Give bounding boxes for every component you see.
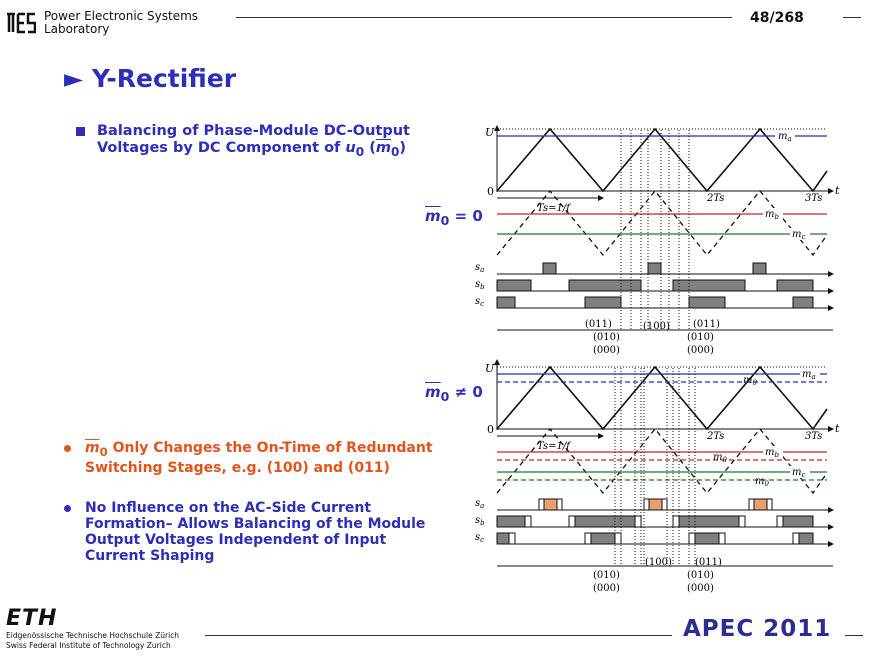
sc-label: sc [475, 296, 484, 308]
axis-zero-label-2: 0 [487, 423, 494, 436]
header-rule [236, 17, 732, 18]
page-number: 48/268 [750, 10, 804, 26]
state-000-label: (000) [593, 345, 620, 356]
round-bullet-icon [64, 445, 71, 452]
pwm-timing-diagram: U 0 t ma Ts=1/f 2Ts 3Ts mb mc sa sb sc [475, 125, 840, 594]
pes-logo [7, 12, 36, 34]
slide-title: ► Y-Rectifier [64, 64, 237, 93]
sc-label-2: sc [475, 532, 484, 544]
three-ts-label: 3Ts [805, 193, 822, 204]
upper-diagram: U 0 t ma Ts=1/f 2Ts 3Ts mb mc sa sb sc [475, 125, 840, 356]
two-ts-label-2: 2Ts [706, 431, 724, 442]
round-bullet-icon [64, 505, 71, 512]
eth-logo: ETH [6, 606, 58, 631]
sa-label-2: sa [475, 498, 484, 510]
axis-t-label: t [835, 184, 840, 197]
footer-rule [205, 635, 672, 636]
header-rule-right [843, 17, 861, 18]
bullet-m0-on-time: m0 Only Changes the On-Time of Redundant… [64, 440, 444, 476]
square-bullet-icon [76, 127, 85, 136]
sb-label: sb [475, 279, 485, 291]
state-100-label-2: (100) [645, 557, 672, 568]
ts-label: Ts=1/f [537, 203, 572, 214]
state-000-label-4: (000) [687, 583, 714, 594]
m0-label-1: m0 [743, 375, 757, 387]
apec-logo: APEC 2011 [683, 616, 832, 642]
ts-label-2: Ts=1/f [537, 441, 572, 452]
axis-u-label: U [485, 126, 495, 139]
sb-label-2: sb [475, 515, 485, 527]
two-ts-label: 2Ts [706, 193, 724, 204]
eth-name: Eidgenössische Technische Hochschule Zür… [6, 631, 180, 650]
m0-not-zero-label: m0 ≠ 0 [425, 383, 483, 404]
lab-name: Power Electronic Systems Laboratory [44, 9, 199, 36]
footer-rule-right [845, 635, 863, 636]
state-011-label-3: (011) [695, 557, 722, 568]
m0-label-2: m0 [713, 452, 727, 464]
state-000-label-3: (000) [593, 583, 620, 594]
axis-u-label-2: U [485, 362, 495, 375]
m0-label-3: m0 [755, 476, 769, 488]
state-010-label-3: (010) [593, 570, 620, 581]
state-000-label-2: (000) [687, 345, 714, 356]
state-010-label-4: (010) [687, 570, 714, 581]
lower-diagram: U 0 t ma m0 Ts=1/f 2Ts 3Ts mb m0 mc m0 s… [475, 359, 840, 594]
state-011-label: (011) [585, 319, 612, 330]
state-010-label-2: (010) [687, 332, 714, 343]
sa-label: sa [475, 262, 484, 274]
axis-t-label-2: t [835, 422, 840, 435]
three-ts-label-2: 3Ts [805, 431, 822, 442]
state-010-label: (010) [593, 332, 620, 343]
state-100-label: (100) [643, 321, 670, 332]
bullet-no-influence: No Influence on the AC-Side Current Form… [64, 500, 444, 564]
m0-equals-zero-label: m0 = 0 [425, 207, 483, 228]
main-bullet: Balancing of Phase-Module DC-Output Volt… [76, 123, 436, 161]
axis-zero-label: 0 [487, 185, 494, 198]
state-011-label-2: (011) [693, 319, 720, 330]
